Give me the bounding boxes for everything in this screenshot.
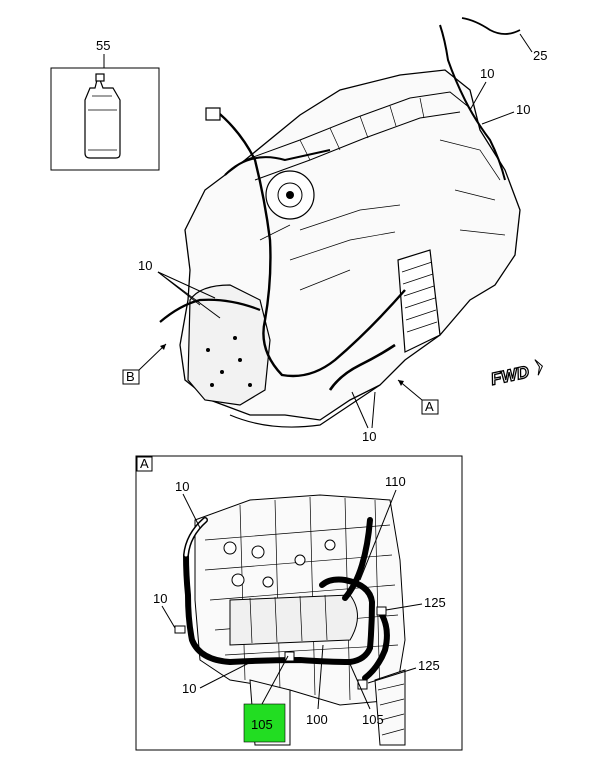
oil-bottle-icon	[84, 73, 121, 159]
fwd-label: FWD	[489, 362, 531, 389]
view-label-b[interactable]: B	[126, 369, 135, 384]
view-label-a[interactable]: A	[425, 399, 434, 414]
engine-illustration	[159, 17, 521, 428]
bottle-inset: 55	[50, 38, 160, 171]
highlight-105	[243, 703, 286, 743]
detail-title: A	[140, 456, 149, 471]
detail-callout-100[interactable]: 100	[306, 712, 328, 727]
detail-callout-10-left[interactable]: 10	[153, 591, 167, 606]
detail-engine-drawing	[174, 494, 406, 746]
detail-callout-110[interactable]: 110	[385, 474, 406, 489]
detail-callout-10-bottom[interactable]: 10	[182, 681, 196, 696]
detail-view-a: A	[135, 455, 463, 751]
detail-callout-105-left[interactable]: 105	[251, 717, 273, 732]
callout-10-left[interactable]: 10	[138, 258, 152, 273]
callout-10-right[interactable]: 10	[516, 102, 530, 117]
detail-callout-10-top[interactable]: 10	[175, 479, 189, 494]
callout-10-bottom[interactable]: 10	[362, 429, 376, 444]
callout-10-top[interactable]: 10	[480, 66, 494, 81]
callout-25[interactable]: 25	[533, 48, 547, 63]
forward-indicator: FWD	[488, 359, 543, 390]
detail-callout-125-top[interactable]: 125	[424, 595, 446, 610]
callout-55[interactable]: 55	[96, 38, 110, 53]
main-callouts: 25 10 10 10 B 10 A FWD	[122, 33, 547, 444]
detail-callout-105-right[interactable]: 105	[362, 712, 384, 727]
detail-callout-125-bottom[interactable]: 125	[418, 658, 440, 673]
